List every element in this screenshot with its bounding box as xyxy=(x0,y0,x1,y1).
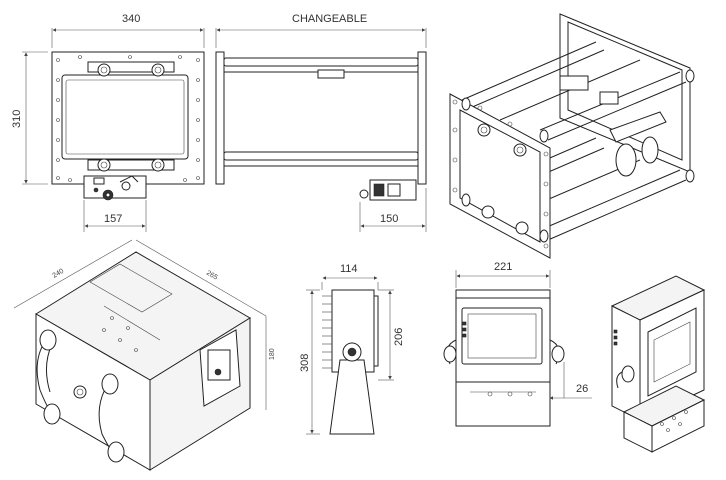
display-front-view xyxy=(443,289,565,427)
dim-label-114: 114 xyxy=(340,263,358,275)
display-isometric-view xyxy=(610,275,706,453)
dim-label-157: 157 xyxy=(104,213,122,225)
dim-label-310: 310 xyxy=(11,110,23,128)
dim-display-side: 114 308 206 xyxy=(299,263,405,435)
dim-frame-width: 340 xyxy=(51,13,205,48)
display-side-view xyxy=(322,289,379,435)
dim-label-265: 265 xyxy=(205,270,219,282)
dim-frame-offset: 157 xyxy=(83,200,147,232)
dim-label-340: 340 xyxy=(122,13,140,25)
dim-label-180: 180 xyxy=(269,348,276,360)
dim-label-206: 206 xyxy=(393,328,405,346)
housing-isometric-view xyxy=(35,251,251,471)
dim-changeable: CHANGEABLE xyxy=(215,13,427,48)
dim-display-front: 221 26 xyxy=(455,261,592,400)
dim-frame-depth: 150 xyxy=(359,188,427,232)
dim-label-26: 26 xyxy=(576,383,588,395)
dim-label-221: 221 xyxy=(494,261,512,273)
dim-label-changeable: CHANGEABLE xyxy=(292,13,367,25)
dim-housing: 240 265 180 xyxy=(13,239,276,410)
frame-front-view xyxy=(51,51,205,201)
dim-label-308: 308 xyxy=(299,354,311,372)
frame-isometric-view xyxy=(449,13,695,259)
dim-frame-height: 310 xyxy=(11,51,48,185)
frame-side-view xyxy=(215,51,427,201)
dim-label-150: 150 xyxy=(380,213,398,225)
dim-label-240: 240 xyxy=(52,268,66,280)
